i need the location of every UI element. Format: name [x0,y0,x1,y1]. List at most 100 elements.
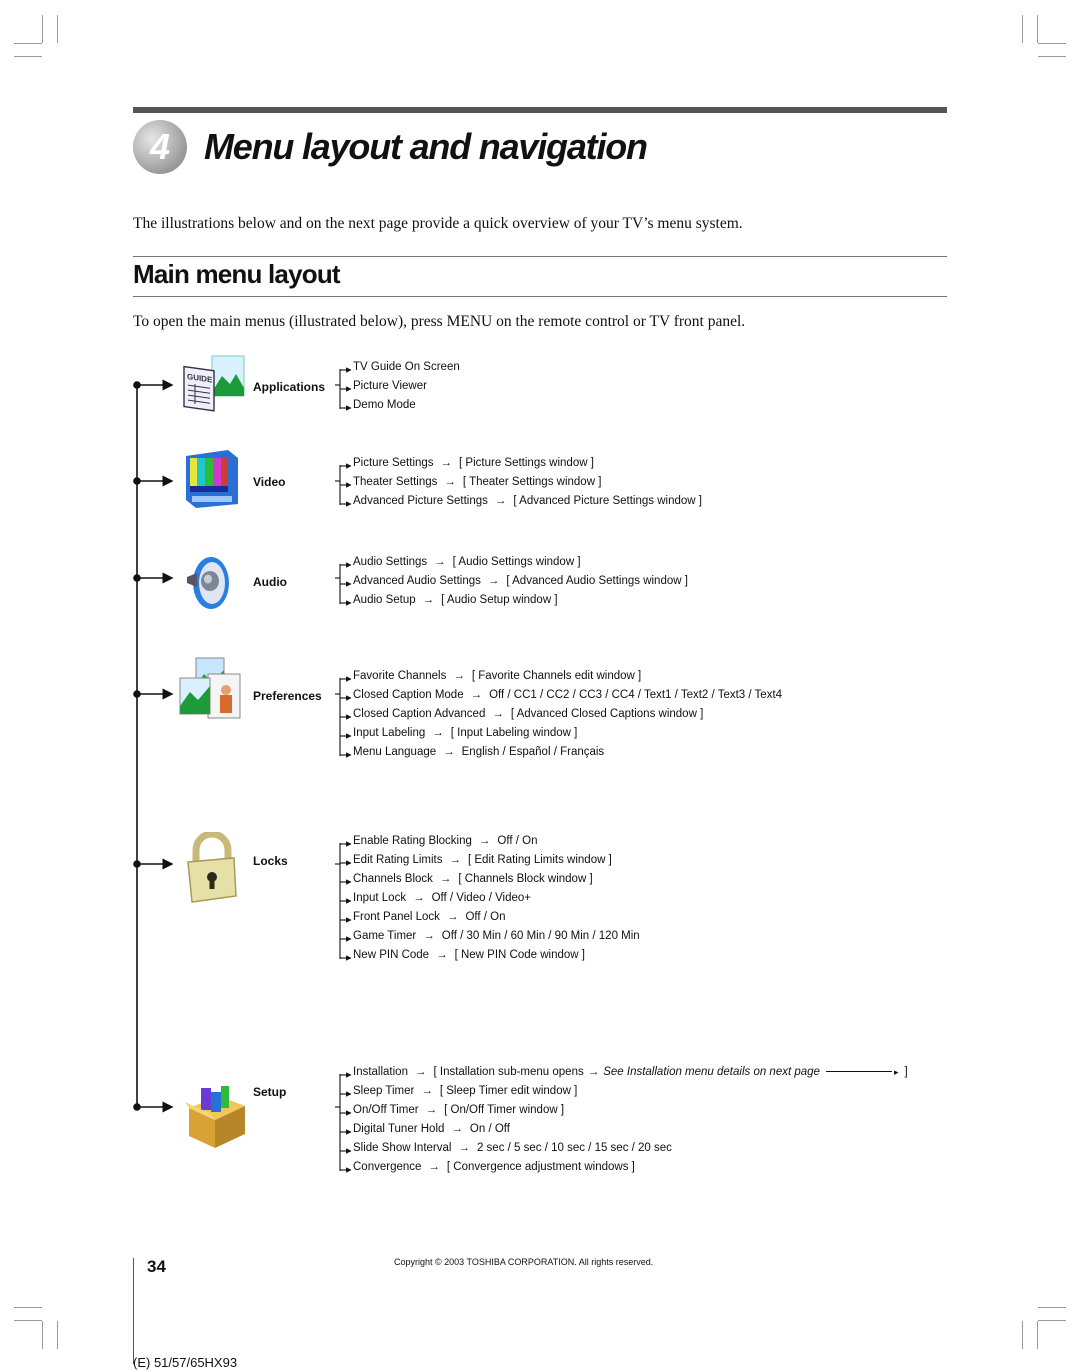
menu-item-name: Digital Tuner Hold [353,1123,445,1135]
crop-mark [1037,15,1038,43]
menu-item-name: Input Labeling [353,727,426,739]
arrow-icon: → [458,1142,470,1154]
arrow-icon: → [414,1066,427,1078]
menu-item-result: [ Channels Block window ] [458,873,593,885]
menu-item-name: Advanced Audio Settings [353,575,481,587]
menu-item-result: [ Favorite Channels edit window ] [471,670,642,682]
model-number: (E) 51/57/65HX93 [133,1355,238,1370]
menu-item-name: New PIN Code [353,949,430,961]
menu-item-name: Enable Rating Blocking [353,835,472,847]
menu-item-result: On / Off [469,1123,510,1135]
menu-item-result: [ On/Off Timer window ] [444,1104,565,1116]
menu-item-result: Off / On [497,835,538,847]
chapter-number: 4 [149,126,171,167]
crop-mark [14,43,42,44]
intro-paragraph: The illustrations below and on the next … [133,215,743,232]
menu-label-audio: Audio [253,575,287,589]
arrow-icon: → [487,575,500,587]
menu-item-result: English / Español / Français [461,746,605,758]
menu-item: TV Guide On Screen [353,358,460,377]
speaker-icon [187,557,229,609]
chapter-top-bar [133,107,947,113]
menu-item-result: [ Audio Settings window ] [452,556,581,568]
menu-item: Channels Block→[ Channels Block window ] [353,870,593,889]
crop-mark [14,1307,42,1308]
crop-mark [14,56,42,57]
menu-label-setup: Setup [253,1085,287,1099]
crop-mark [1038,56,1066,57]
menu-item-name: TV Guide On Screen [353,361,460,373]
arrow-icon: → [494,495,507,507]
arrow-icon: → [470,689,483,701]
chapter-title: Menu layout and navigation [204,126,648,167]
menu-label-locks: Locks [253,854,288,868]
arrow-icon: → [449,854,461,866]
menu-item-name: Sleep Timer [353,1085,415,1097]
menu-item-name: Closed Caption Mode [353,689,464,701]
arrow-icon: → [436,949,448,961]
menu-item: Favorite Channels→[ Favorite Channels ed… [353,667,641,686]
crop-mark [1022,1321,1023,1349]
menu-item: Theater Settings→[ Theater Settings wind… [353,473,601,492]
menu-item: Convergence→[ Convergence adjustment win… [353,1158,635,1177]
arrow-icon: → [421,1085,433,1097]
menu-item-name: Game Timer [353,930,417,942]
page-number: 34 [147,1257,166,1276]
menu-item-name: Picture Settings [353,457,434,469]
menu-label-video: Video [253,475,286,489]
menu-item-result: [ Audio Setup window ] [441,594,558,606]
menu-item-name: Picture Viewer [353,380,427,392]
menu-item-name: Input Lock [353,892,407,904]
menu-item-result: Off / CC1 / CC2 / CC3 / CC4 / Text1 / Te… [489,689,783,701]
menu-item-closing-bracket: ] [904,1066,908,1078]
arrow-icon: → [478,835,491,847]
menu-item: Advanced Picture Settings→[ Advanced Pic… [353,492,702,511]
tv-color-bars-icon [186,450,238,508]
menu-item: Slide Show Interval → 2 sec / 5 sec / 10 s… [353,1139,672,1158]
arrow-icon: → [432,727,444,739]
menu-item-result: 2 sec / 5 sec / 10 sec / 15 sec / 20 sec [476,1142,672,1154]
menu-item: Closed Caption Advanced→[ Advanced Close… [353,705,703,724]
arrow-icon: → [440,457,453,469]
section-rule-top [133,256,947,257]
arrow-icon: → [425,1104,438,1116]
menu-item: Audio Setup→[ Audio Setup window ] [353,591,558,610]
arrow-icon: → [587,1066,600,1078]
pictures-person-icon [179,657,241,719]
menu-item-name: On/Off Timer [353,1104,419,1116]
menu-item: Closed Caption Mode → Off / CC1 / CC2 / CC… [353,686,782,705]
menu-item-name: Demo Mode [353,399,416,411]
lead-paragraph: To open the main menus (illustrated belo… [133,313,746,330]
menu-item-result: Off / 30 Min / 60 Min / 90 Min / 120 Min [441,930,640,942]
arrow-icon: → [453,670,465,682]
footer-rule [133,1258,134,1364]
svg-text:GUIDE: GUIDE [187,372,213,385]
crop-mark [14,1320,42,1321]
menu-item-result: Off / Video / Video+ [431,892,532,904]
menu-item-result: [ Advanced Audio Settings window ] [506,575,688,587]
section-title: Main menu layout [133,259,341,289]
menu-item-name: Edit Rating Limits [353,854,443,866]
section-rule-bottom [133,296,947,297]
toolbox-icon [185,1086,245,1148]
copyright: Copyright © 2003 TOSHIBA CORPORATION. Al… [394,1257,654,1267]
menu-item-result: [ Picture Settings window ] [459,457,594,469]
arrow-icon: → [444,476,456,488]
menu-item-name: Slide Show Interval [353,1142,452,1154]
menu-item-result: [ Advanced Picture Settings window ] [513,495,702,507]
crop-mark [1038,1320,1066,1321]
padlock-icon [187,832,237,903]
menu-item-result: [ Input Labeling window ] [450,727,578,739]
menu-label-applications: Applications [253,380,326,394]
crop-mark [42,1321,43,1349]
crop-mark [1037,1321,1038,1349]
crop-mark [1038,1307,1066,1308]
menu-item: Input Labeling → [ Input Labeling window ] [353,724,577,743]
menu-item-name: Audio Setup [353,594,416,606]
crop-mark [57,15,58,43]
menu-item-name: Closed Caption Advanced [353,708,486,720]
chapter-number-badge: 4 [133,120,187,174]
arrow-icon: → [413,892,425,904]
menu-item-result: [ Sleep Timer edit window ] [439,1085,578,1097]
